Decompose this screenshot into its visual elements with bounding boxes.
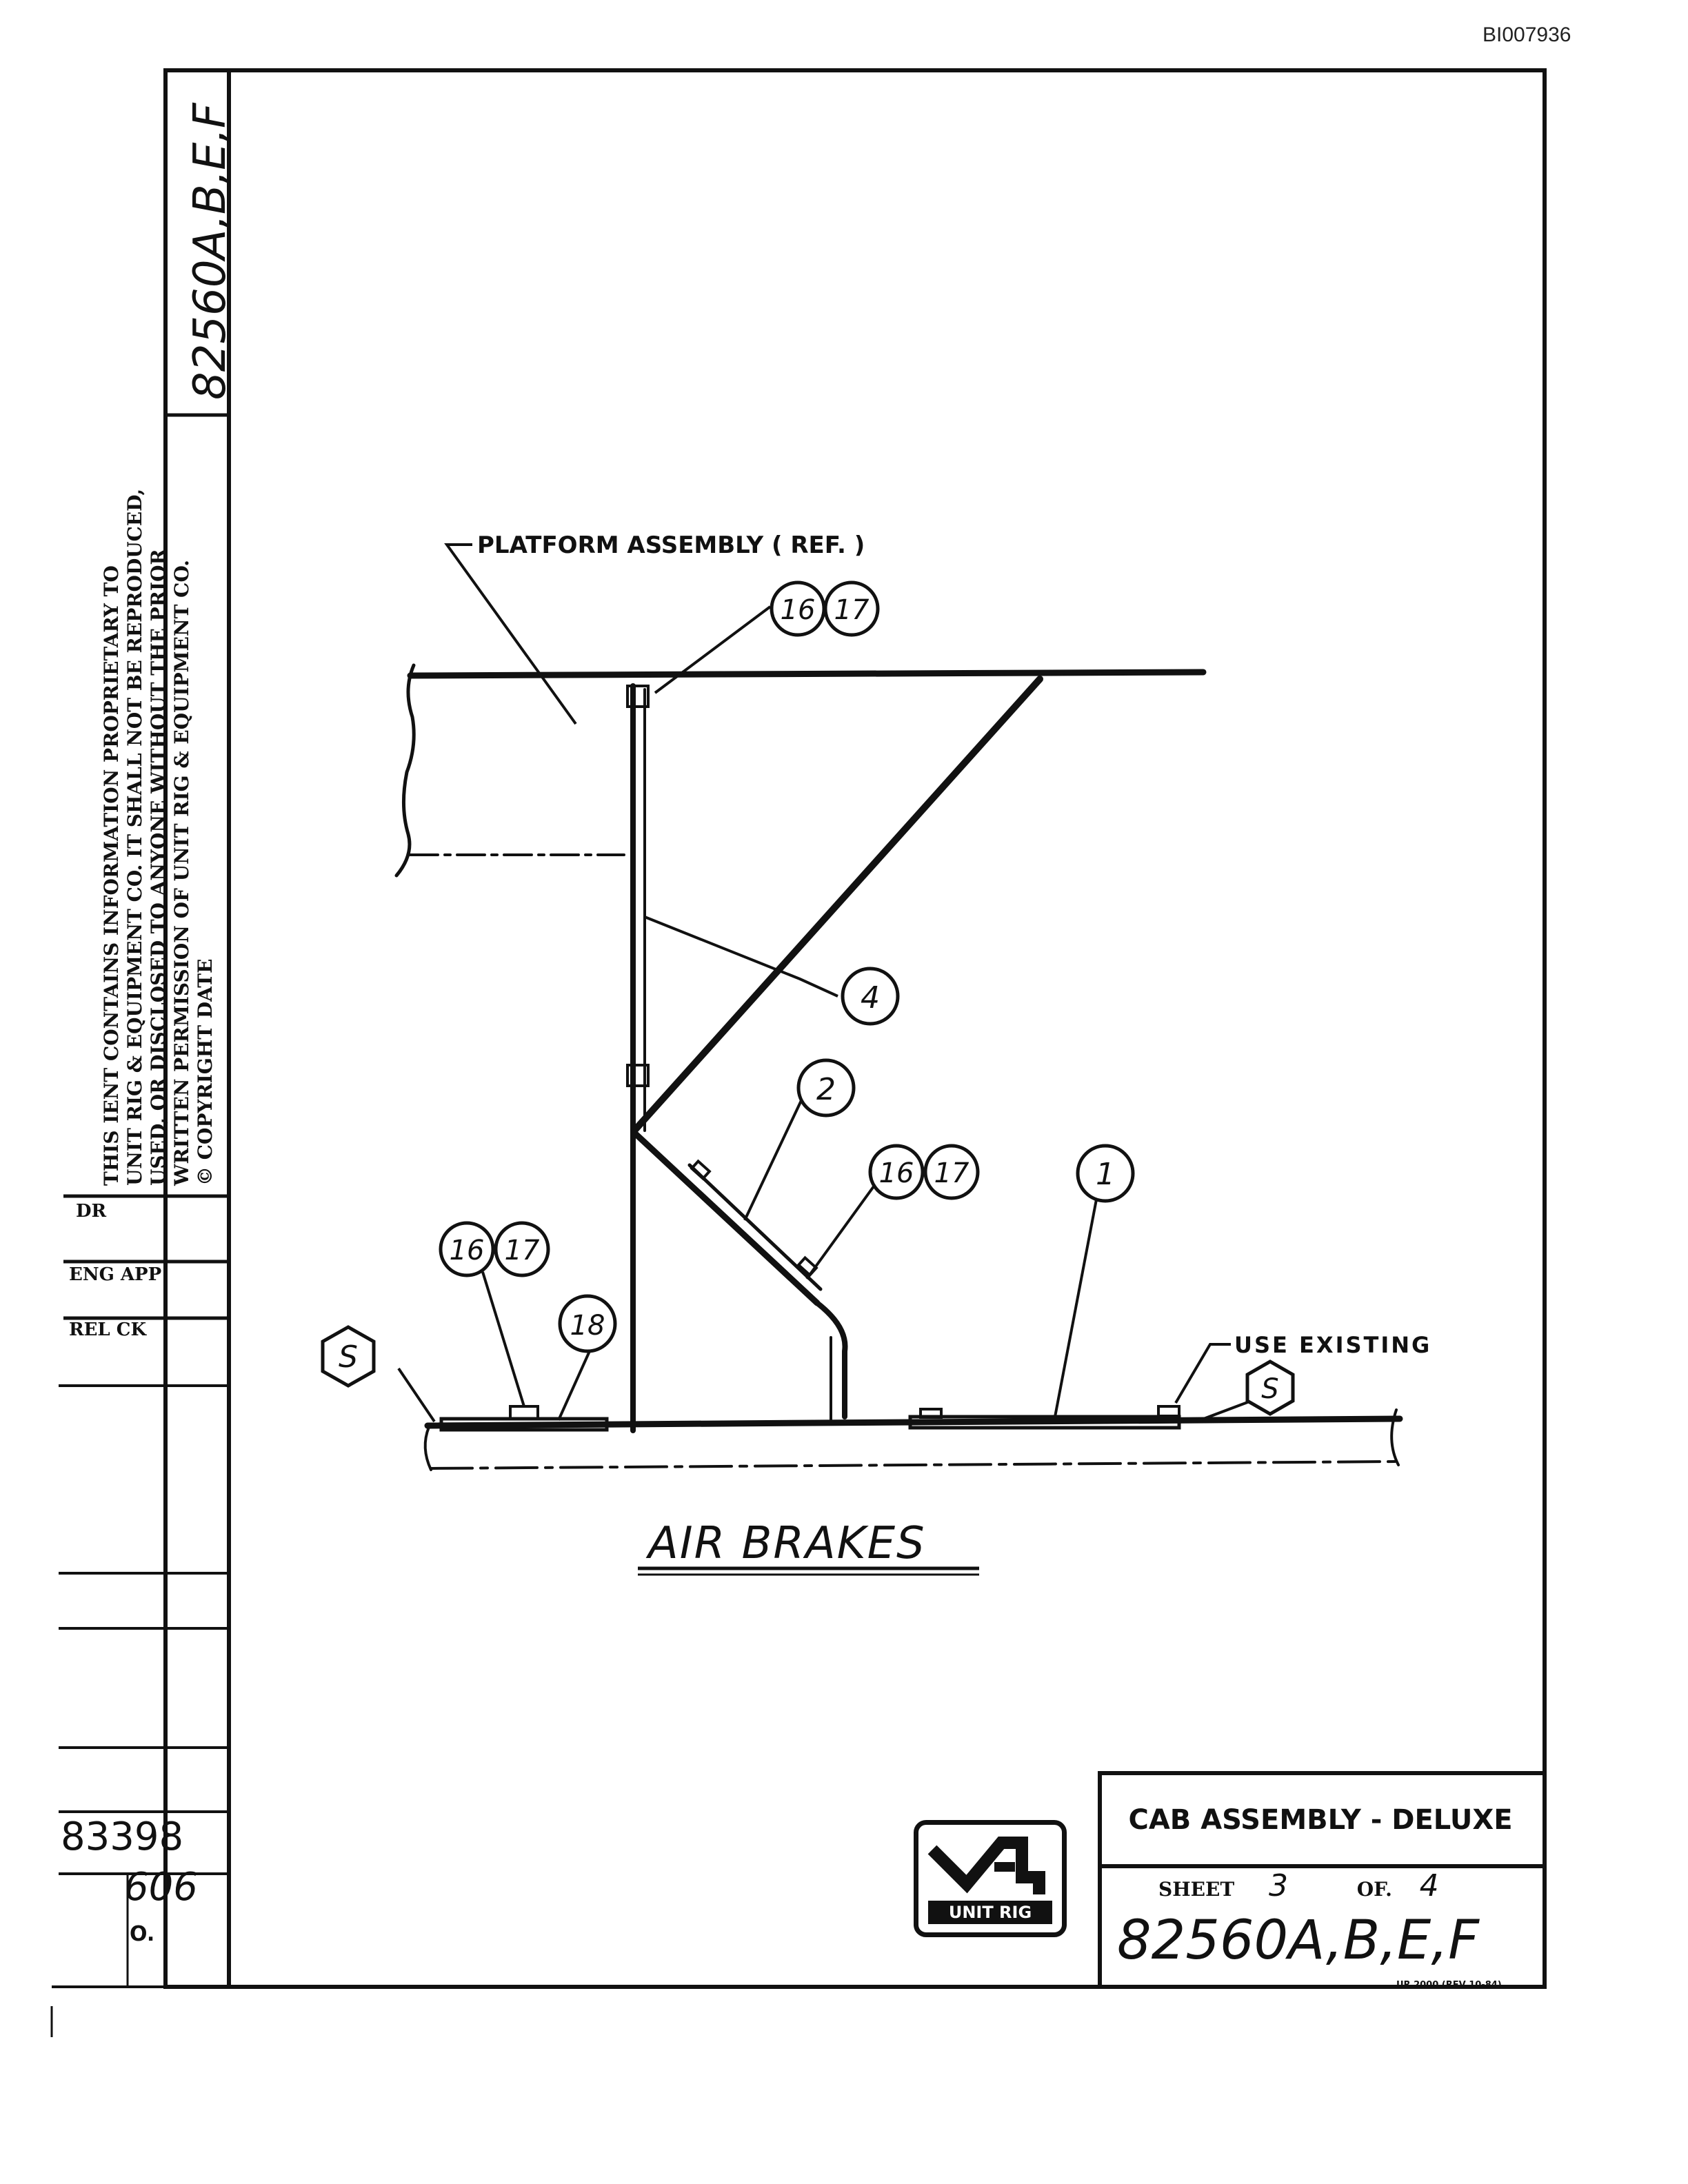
platform-assembly-label: PLATFORM ASSEMBLY ( REF. ) [477,532,865,559]
of-label: OF. [1356,1878,1392,1901]
balloon-labels: 16 17 4 2 16 17 1 16 17 18 S S PLATFORM … [339,532,1431,1569]
side-number-b: 606 [124,1865,198,1910]
notice-line: THIS IENT CONTAINS INFORMATION PROPRIETA… [100,565,123,1186]
item-balloons [321,580,1295,1416]
sheet-label: SHEET [1158,1878,1235,1901]
notice-line: UNIT RIG & EQUIPMENT CO. IT SHALL NOT BE… [123,488,146,1186]
sheet-frame [50,68,1547,2037]
notice-line: WRITTEN PERMISSION OF UNIT RIG & EQUIPME… [170,560,193,1186]
assembly-geometry [394,663,1403,1471]
balloon-16-mid: 16 [879,1157,914,1189]
balloon-s-right: S [1261,1373,1278,1405]
use-existing-label: USE EXISTING [1234,1332,1431,1358]
balloon-s-left: S [339,1339,358,1375]
dr-field-label: DR [76,1201,107,1222]
sheet-value: 3 [1268,1868,1288,1903]
proprietary-notice: THIS IENT CONTAINS INFORMATION PROPRIETA… [100,455,217,1186]
vertical-drawing-number: 82560A,B,E,F [185,103,236,400]
balloon-16-top: 16 [781,594,816,626]
logo-text: UNIT RIG [928,1901,1052,1924]
balloon-16-left: 16 [450,1235,485,1266]
leader-lines [397,543,1256,1423]
side-number-c: O. [130,1922,155,1946]
rel-ck-field-label: REL CK [69,1320,147,1340]
unit-rig-logo: UNIT RIG [914,1820,1067,1937]
of-value: 4 [1419,1868,1439,1903]
balloon-17-top: 17 [834,594,870,626]
title-block-title: CAB ASSEMBLY - DELUXE [1128,1803,1513,1836]
eng-app-field-label: ENG APP [69,1264,162,1285]
balloon-4: 4 [861,980,880,1015]
logo-mark-icon [927,1837,1045,1894]
side-number-a: 83398 [61,1814,184,1859]
drawing-title: AIR BRAKES [645,1518,926,1569]
sheet-row: SHEET 3 OF. 4 [1158,1868,1439,1903]
notice-line: USED, OR DISCLOSED TO ANYONE WITHOUT THE… [147,549,170,1186]
balloon-17-left: 17 [505,1235,540,1266]
balloon-2: 2 [816,1072,836,1107]
title-block-drawing-number: 82560A,B,E,F [1117,1910,1479,1972]
balloon-17-mid: 17 [934,1157,969,1189]
balloon-1: 1 [1096,1157,1115,1192]
notice-line: © COPYRIGHT DATE [194,958,217,1186]
document-id: BI007936 [1483,23,1571,46]
form-number: UR 2000 (REV 10-84) [1396,1980,1502,1990]
balloon-18: 18 [570,1310,605,1342]
